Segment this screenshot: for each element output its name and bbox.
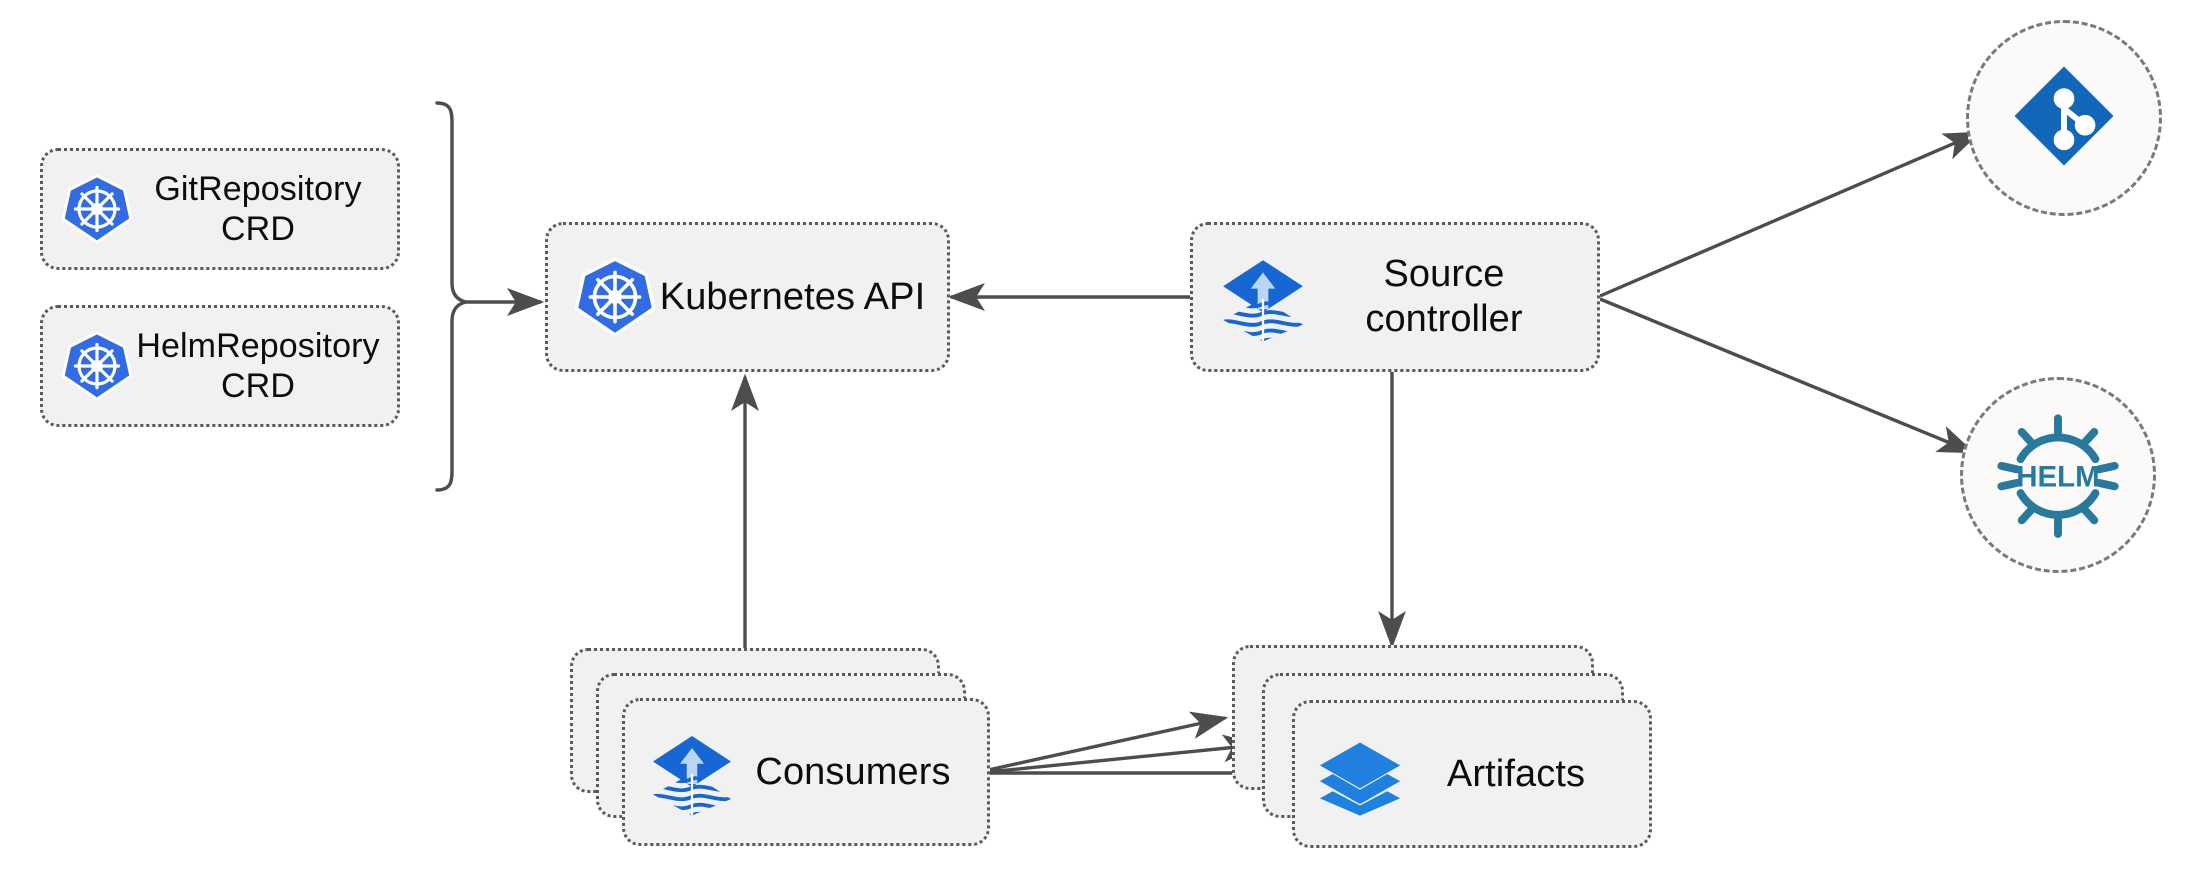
node-artifacts[interactable]: Artifacts [1292, 700, 1652, 848]
edge-source-controller-to-git [1599, 131, 1982, 298]
helm-icon: HELM [1990, 407, 2126, 543]
helm-wordmark: HELM [2016, 460, 2099, 493]
crd-group-bracket [435, 101, 467, 492]
flux-icon [647, 727, 737, 817]
node-consumers[interactable]: Consumers [622, 698, 990, 846]
kubernetes-icon [61, 330, 133, 402]
edge-consumers-to-artifacts-1 [987, 711, 1229, 772]
node-label: Consumers [755, 750, 951, 793]
kubernetes-icon [574, 256, 656, 338]
node-label: Kubernetes API [659, 275, 926, 318]
edge-source-controller-to-helm [1599, 297, 1976, 454]
node-helm-source[interactable]: HELM [1960, 377, 2156, 573]
kubernetes-icon [61, 173, 133, 245]
node-label: GitRepository CRD [154, 169, 362, 248]
node-git-source[interactable] [1966, 20, 2162, 216]
node-helmrepository-crd[interactable]: HelmRepository CRD [40, 305, 400, 427]
node-gitrepository-crd[interactable]: GitRepository CRD [40, 148, 400, 270]
node-label: Artifacts [1446, 752, 1586, 795]
flux-icon [1217, 251, 1309, 343]
layers-icon [1317, 731, 1403, 817]
node-label: Source controller [1365, 253, 1523, 340]
node-kubernetes-api[interactable]: Kubernetes API [545, 222, 950, 372]
node-source-controller[interactable]: Source controller [1190, 222, 1600, 372]
git-icon [2009, 61, 2119, 176]
node-label: HelmRepository CRD [136, 326, 380, 405]
edge-consumers-to-artifacts-2 [987, 734, 1261, 774]
